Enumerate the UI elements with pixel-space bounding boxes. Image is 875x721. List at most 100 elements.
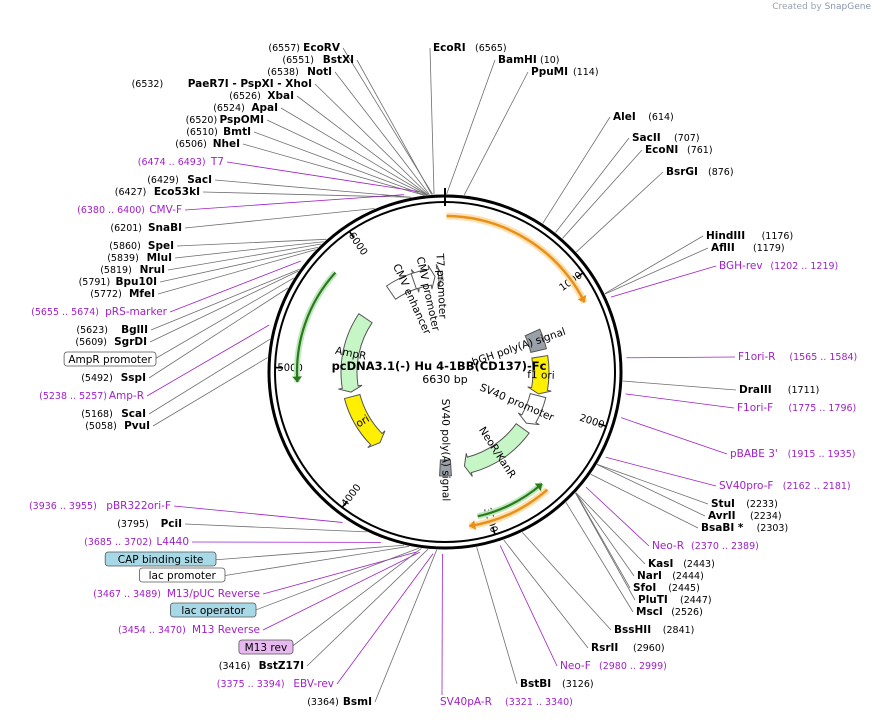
nhei-label: NheI: [213, 138, 240, 150]
econi-position: (761): [687, 145, 713, 156]
tick-mark: [598, 422, 607, 427]
leader-line: [575, 492, 631, 589]
leader-line: [625, 393, 735, 409]
scai-position: (5168): [81, 409, 113, 420]
m13-rev-box: [238, 639, 294, 655]
bstxi-position: (6551): [282, 55, 314, 66]
insert-arc-bottom-head: [469, 520, 477, 530]
sspi-label: SspI: [121, 372, 146, 384]
leader-line: [152, 277, 295, 361]
pbr322ori-f-label: pBR322ori-F: [106, 500, 171, 512]
apai-label: ApaI: [251, 102, 278, 114]
mfei-position: (5772): [90, 289, 122, 300]
leader-line: [604, 247, 709, 295]
feature-f1-ori-label: f1 ori: [527, 369, 555, 382]
pvui-position: (5058): [85, 421, 117, 432]
apai-position: (6524): [213, 103, 245, 114]
feature-f1-ori: [527, 354, 552, 395]
leader-line: [159, 246, 319, 283]
leader-line: [184, 194, 404, 211]
leader-line: [152, 357, 268, 427]
neo-r-label: Neo-R: [652, 540, 684, 552]
tick-label: 6000: [346, 230, 369, 257]
sv40pa-r-label: SV40pA-R: [440, 696, 492, 708]
lac-promoter-box: [138, 567, 226, 583]
leader-line: [621, 417, 728, 455]
leader-line: [575, 492, 646, 565]
leader-line: [289, 548, 422, 649]
tick-label: 4000: [340, 482, 364, 509]
l4440-label: L4440: [156, 536, 189, 548]
tick-mark: [348, 230, 355, 239]
pbr322ori-f-position: (3936 .. 3955): [29, 501, 97, 512]
leader-line: [262, 551, 418, 595]
nari-label: NarI: [637, 570, 662, 582]
tick-label: 2000: [578, 413, 606, 432]
nhei-position: (6506): [175, 139, 207, 150]
pluti-label: PluTI: [638, 594, 668, 606]
leader-line: [555, 137, 630, 233]
cmv-f-label: CMV-F: [149, 204, 182, 216]
neo-f-position: (2980 .. 2999): [599, 661, 667, 672]
leader-line: [296, 95, 428, 196]
noti-position: (6538): [267, 67, 299, 78]
pvui-label: PvuI: [124, 420, 150, 432]
mfei-label: MfeI: [129, 288, 155, 300]
leader-line: [597, 463, 709, 505]
leader-line: [221, 545, 410, 577]
ecorv-position: (6557): [268, 43, 300, 54]
f1ori-r-position: (1565 .. 1584): [789, 352, 857, 363]
mlui-position: (5839): [107, 253, 139, 264]
kasi-position: (2443): [683, 559, 715, 570]
sfoi-position: (2445): [668, 583, 700, 594]
scai-label: ScaI: [121, 408, 146, 420]
bgh-rev-label: BGH-rev: [719, 260, 763, 272]
leader-line: [503, 539, 589, 649]
rsrii-position: (2960): [633, 643, 665, 654]
ebv-rev-label: EBV-rev: [293, 678, 334, 690]
bsabi-label: BsaBI *: [701, 522, 744, 534]
stui-position: (2233): [746, 499, 778, 510]
bsshii-label: BssHII: [614, 624, 651, 636]
kasi-label: KasI: [648, 558, 673, 570]
leader-line: [252, 547, 420, 612]
leader-line: [174, 241, 324, 259]
leader-line: [622, 380, 737, 391]
ebv-rev-position: (3375 .. 3394): [217, 679, 285, 690]
leader-line: [626, 356, 736, 359]
spei-position: (5860): [109, 241, 141, 252]
tick-label: 5000: [277, 363, 303, 375]
sacii-position: (707): [674, 133, 700, 144]
rsrii-label: RsrII: [591, 642, 618, 654]
sfoi-label: SfoI: [633, 582, 656, 594]
bsshii-position: (2841): [663, 625, 695, 636]
sgrdi-position: (5609): [75, 337, 107, 348]
nrui-position: (5819): [100, 265, 132, 276]
leader-line: [585, 486, 650, 547]
hindiii-position: (1176): [762, 231, 794, 242]
bstbi-position: (3126): [562, 679, 594, 690]
leader-line: [157, 249, 316, 295]
t7-label: T7: [210, 156, 224, 168]
leader-line: [576, 171, 664, 253]
lac-promoter-label: lac promoter: [149, 570, 217, 582]
bmti-label: BmtI: [223, 126, 251, 138]
leader-line: [214, 179, 412, 198]
pcii-position: (3795): [117, 519, 149, 530]
leader-line: [374, 549, 438, 703]
alei-position: (614): [648, 112, 674, 123]
leader-line: [542, 116, 611, 224]
paer7i-pspxi-xhoi-position: (6532): [132, 79, 164, 90]
pspomi-label: PspOMI: [219, 114, 264, 126]
leader-line: [306, 548, 429, 667]
leader-line: [604, 235, 704, 294]
msci-position: (2526): [671, 607, 703, 618]
draiii-label: DraIII: [739, 384, 772, 396]
feature-neor-kanr: [463, 422, 530, 477]
m13-rev-label: M13 rev: [245, 642, 288, 654]
leader-line: [148, 287, 289, 379]
leader-line: [446, 59, 496, 195]
m13-reverse-position: (3454 .. 3470): [118, 625, 186, 636]
pluti-position: (2447): [680, 595, 712, 606]
